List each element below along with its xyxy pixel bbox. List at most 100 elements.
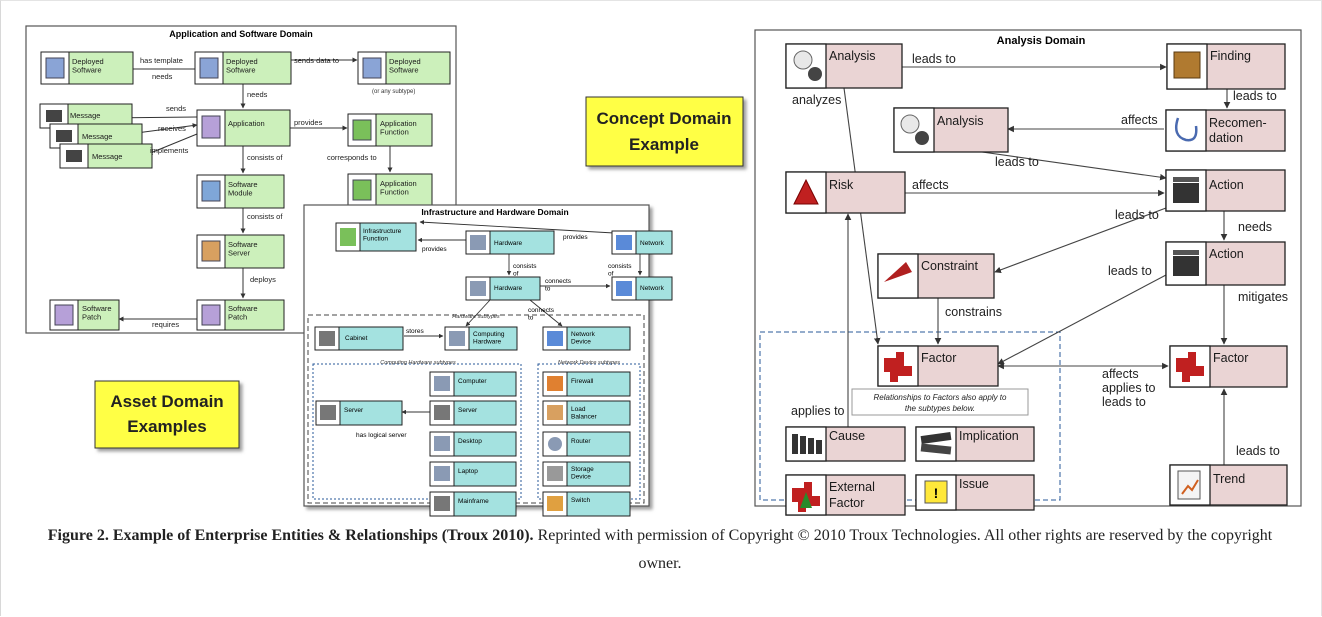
callout-concept-line2: Example xyxy=(629,135,699,154)
rel-corresponds-to: corresponds to xyxy=(327,153,377,162)
group-network-subtypes: Network Device subtypes xyxy=(558,360,620,366)
label: Finding xyxy=(1210,49,1251,63)
figure-canvas: Application and Software Domain Deployed… xyxy=(25,25,1302,517)
label: Server xyxy=(344,407,364,414)
node-application: Application xyxy=(196,109,291,147)
rel-implements: implements xyxy=(150,146,189,155)
rel-receives: receives xyxy=(158,124,186,133)
label: Message xyxy=(92,152,122,161)
label-line2: dation xyxy=(1209,131,1243,145)
node-desktop: Desktop xyxy=(429,431,517,457)
label: Cause xyxy=(829,429,865,443)
label: Action xyxy=(1209,247,1244,261)
label: Firewall xyxy=(571,378,594,385)
label: Application xyxy=(228,119,265,128)
node-implication: Implication xyxy=(915,426,1035,462)
node-switch: Switch xyxy=(542,491,631,517)
label: Message xyxy=(82,132,112,141)
node-computer: Computer xyxy=(429,371,517,397)
rel-applies-to-left: applies to xyxy=(791,404,845,418)
node-factor-right: Factor xyxy=(1169,345,1288,388)
group-computing-subtypes: Computing Hardware subtypes xyxy=(380,360,456,366)
label: Implication xyxy=(959,429,1019,443)
rel-needs-down: needs xyxy=(247,90,268,99)
label: Network xyxy=(640,240,665,247)
rel-sends: sends xyxy=(166,104,186,113)
label-line1: External xyxy=(829,480,875,494)
caption-text: Reprinted with permission of Copyright ©… xyxy=(533,527,1273,572)
node-action-2: Action xyxy=(1165,241,1286,286)
label: Hardware xyxy=(494,240,523,247)
node-factor-center: Factor xyxy=(877,345,999,387)
node-action-1: Action xyxy=(1165,169,1286,212)
label: Action xyxy=(1209,178,1244,192)
node-mainframe: Mainframe xyxy=(429,491,517,517)
callout-asset-domain: Asset Domain Examples xyxy=(94,380,240,449)
callout-asset-line1: Asset Domain xyxy=(110,392,223,411)
node-cause: Cause xyxy=(785,426,906,462)
analysis-title: Analysis Domain xyxy=(997,35,1086,47)
analysis-panel: Analysis Domain Relationships to Factors… xyxy=(754,29,1302,516)
svg-text:!: ! xyxy=(934,485,939,501)
label: Server xyxy=(458,407,478,414)
node-server-subtype: Server xyxy=(429,400,517,426)
note: (or any subtype) xyxy=(372,89,415,95)
rel-constrains: constrains xyxy=(945,305,1002,319)
node-hardware-2: Hardware xyxy=(465,276,541,301)
label: Mainframe xyxy=(458,498,489,505)
node-server-left: Server xyxy=(315,400,403,426)
label: Risk xyxy=(829,178,854,192)
node-analysis-top: Analysis xyxy=(785,43,903,89)
infra-hardware-panel: Infrastructure and Hardware Domain Hardw… xyxy=(303,204,673,517)
node-constraint: Constraint xyxy=(877,253,995,299)
node-issue: ! Issue xyxy=(915,474,1035,511)
rel-leads-to-top: leads to xyxy=(912,52,956,66)
rel-affects-risk: affects xyxy=(912,178,949,192)
label: Message xyxy=(70,111,100,120)
rel-has-logical-server: has logical server xyxy=(356,432,407,439)
label: Cabinet xyxy=(345,335,368,342)
rel-needs: needs xyxy=(1238,220,1272,234)
rel-stores: stores xyxy=(406,328,424,335)
node-risk: Risk xyxy=(785,171,906,214)
rel-requires: requires xyxy=(152,320,179,329)
note-line1: Relationships to Factors also apply to xyxy=(874,393,1008,402)
app-software-title: Application and Software Domain xyxy=(169,29,313,39)
node-finding: Finding xyxy=(1166,43,1286,90)
rel-leads-to-mid: leads to xyxy=(995,155,1039,169)
label: Analysis xyxy=(829,49,876,63)
label: Computer xyxy=(458,378,487,385)
label: Constraint xyxy=(921,259,978,273)
node-message-3: Message xyxy=(59,143,153,169)
label: Switch xyxy=(571,497,591,504)
rel-consists-of-2: consists of xyxy=(247,212,283,221)
node-network-2: Network xyxy=(611,276,673,301)
label: Router xyxy=(571,438,591,445)
rel-consists-of-1: consists of xyxy=(247,153,283,162)
label: Factor xyxy=(1213,351,1248,365)
label: Desktop xyxy=(458,438,482,445)
rel-affects-rec: affects xyxy=(1121,113,1158,127)
label: Issue xyxy=(959,477,989,491)
callout-asset-line2: Examples xyxy=(127,417,206,436)
